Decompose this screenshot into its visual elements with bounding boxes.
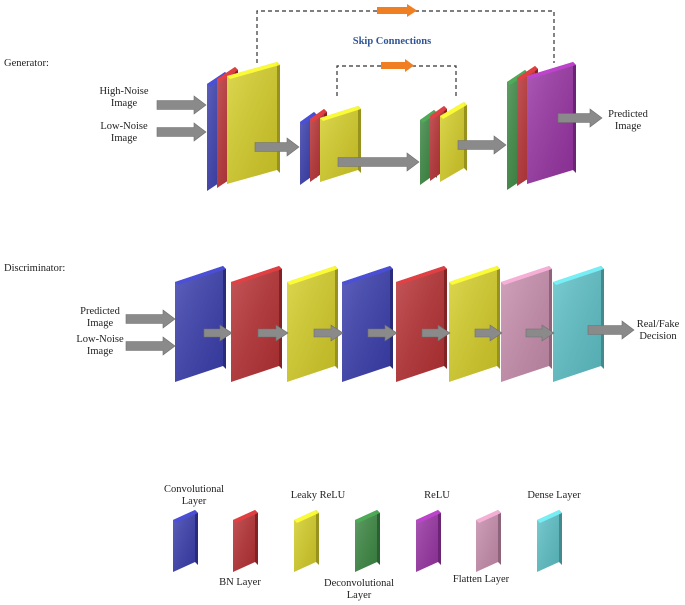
gen-arrow-2 — [337, 152, 420, 172]
disc-layer-4-conv — [342, 266, 393, 382]
generator-arrows — [156, 95, 603, 172]
legend-deconv-label-1: Deconvolutional — [324, 578, 394, 589]
skip-arrow-outer — [377, 4, 417, 17]
legend-dense-swatch — [537, 510, 562, 572]
gen-arrow-3 — [457, 135, 507, 155]
legend-bn-label: BN Layer — [219, 577, 261, 588]
legend-deconv-swatch — [355, 510, 380, 572]
disc-arrow-7 — [525, 324, 555, 342]
disc-output-arrow — [587, 320, 635, 340]
disc-layer-6-leaky — [449, 266, 500, 382]
gen-b1-leaky-layer — [227, 62, 280, 184]
gen-b3-leaky-layer — [440, 102, 467, 182]
generator-title: Generator: — [4, 58, 49, 69]
gen-b2-leaky-layer — [320, 106, 361, 182]
gen-input-label-4: Image — [111, 133, 138, 144]
gen-input-label-3: Low-Noise — [100, 121, 148, 132]
gen-input-label-1: High-Noise — [100, 86, 149, 97]
legend-deconv-label-2: Layer — [347, 590, 372, 601]
legend-conv-label-2: Layer — [182, 496, 207, 507]
gen-output-arrow — [557, 108, 603, 128]
disc-layer-5-bn — [396, 266, 447, 382]
legend-flatten-swatch — [476, 510, 501, 572]
disc-input-label-3: Low-Noise — [76, 334, 124, 345]
disc-output-label-2: Decision — [639, 331, 677, 342]
gen-input-label-2: Image — [111, 98, 138, 109]
discriminator-arrows — [125, 309, 635, 356]
disc-arrow-2 — [257, 324, 289, 342]
generator-layers — [207, 62, 576, 191]
disc-layer-1-conv — [175, 266, 226, 382]
skip-connections-label: Skip Connections — [353, 36, 431, 47]
legend-conv-swatch — [173, 510, 198, 572]
gen-output-label-2: Image — [615, 121, 642, 132]
skip-connection-outer — [256, 10, 555, 63]
discriminator-layers — [175, 266, 604, 382]
gen-input-arrow-2 — [156, 122, 207, 142]
legend-swatches — [173, 510, 562, 572]
legend-conv-label-1: Convolutional — [164, 484, 224, 495]
disc-output-label-1: Real/Fake — [637, 319, 680, 330]
disc-layer-7-flatten — [501, 266, 552, 382]
skip-connection-inner — [336, 65, 457, 96]
gen-b4-relu-layer — [527, 62, 576, 184]
disc-arrow-3 — [313, 324, 344, 342]
gen-arrow-1 — [254, 137, 300, 157]
disc-arrow-4 — [367, 324, 398, 342]
legend-leaky-swatch — [294, 510, 319, 572]
legend-relu-swatch — [416, 510, 441, 572]
legend-dense-label: Dense Layer — [527, 490, 581, 501]
gen-input-arrow-1 — [156, 95, 207, 115]
disc-input-label-4: Image — [87, 346, 114, 357]
disc-input-label-1: Predicted — [80, 306, 120, 317]
disc-layer-2-bn — [231, 266, 282, 382]
disc-arrow-5 — [421, 324, 451, 342]
disc-input-label-2: Image — [87, 318, 114, 329]
legend-relu-label: ReLU — [424, 490, 450, 501]
disc-arrow-1 — [203, 324, 233, 342]
skip-arrow-inner — [381, 59, 414, 72]
disc-layer-8-dense — [553, 266, 604, 382]
disc-layer-3-leaky — [287, 266, 338, 382]
legend-bn-swatch — [233, 510, 258, 572]
disc-input-arrow-2 — [125, 336, 176, 356]
gen-output-label-1: Predicted — [608, 109, 648, 120]
legend-leaky-label: Leaky ReLU — [291, 490, 346, 501]
disc-arrow-6 — [474, 324, 503, 342]
legend-flatten-label: Flatten Layer — [453, 574, 510, 585]
disc-input-arrow-1 — [125, 309, 176, 329]
discriminator-title: Discriminator: — [4, 263, 65, 274]
